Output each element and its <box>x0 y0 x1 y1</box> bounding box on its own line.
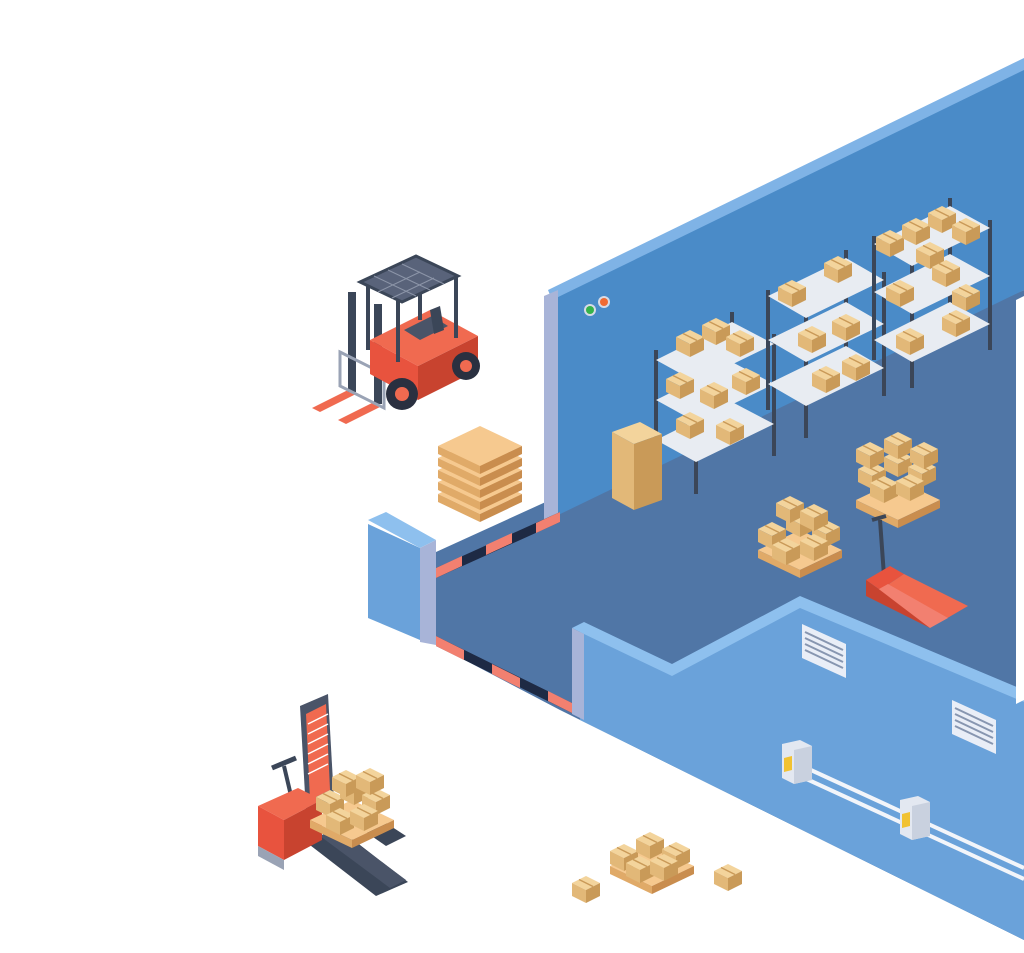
pallet-with-boxes-right <box>855 431 940 528</box>
cardboard-box-icon <box>612 422 662 510</box>
storage-rack-icon <box>654 312 776 494</box>
left-wall <box>368 524 420 640</box>
hazard-strip-top <box>436 512 560 578</box>
indicator-light-icon <box>584 296 610 316</box>
forklift-icon <box>312 254 480 424</box>
vent-grille-icon <box>952 700 996 754</box>
storage-rack-icon <box>872 198 992 388</box>
cardboard-box-icon <box>571 875 601 904</box>
pallet-jack-icon <box>866 514 968 628</box>
cardboard-box-icon <box>713 863 743 892</box>
vent-grille-icon <box>802 624 846 678</box>
hazard-strip-bottom <box>436 636 574 714</box>
door-pillar <box>544 290 558 524</box>
electrical-box-icon <box>900 796 930 840</box>
electrical-box-icon <box>782 740 812 784</box>
pallet-stack-outside <box>438 426 522 522</box>
stacker-icon <box>258 694 408 896</box>
pallet-with-boxes-floor <box>609 831 694 894</box>
